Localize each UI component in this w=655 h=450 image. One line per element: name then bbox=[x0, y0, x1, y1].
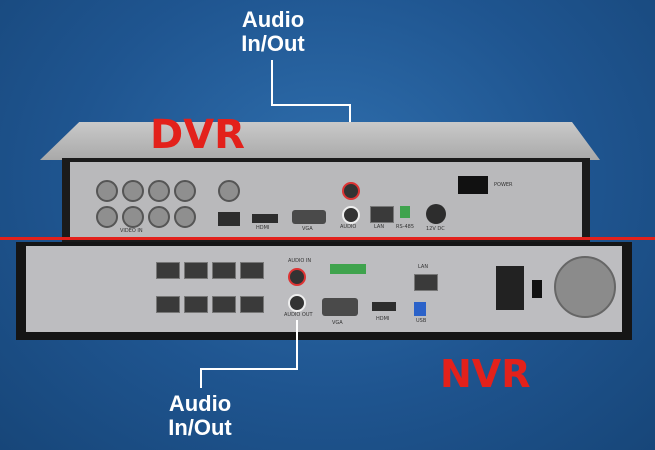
audio-out-label: AUDIO OUT bbox=[284, 312, 313, 318]
nvr-audio-out-rca bbox=[288, 294, 306, 312]
hdmi-port bbox=[252, 214, 278, 223]
power-switch bbox=[458, 176, 488, 194]
top-callout-wire-v1 bbox=[271, 60, 273, 106]
bottom-callout-wire-h bbox=[200, 368, 298, 370]
bottom-audio-callout: Audio In/Out bbox=[168, 391, 232, 440]
bnc-connector bbox=[96, 206, 118, 228]
power-label: POWER bbox=[494, 182, 513, 188]
audio-out-rca bbox=[342, 182, 360, 200]
nvr-usb-port bbox=[414, 302, 426, 316]
rs485-terminal bbox=[400, 206, 410, 218]
lan-port bbox=[370, 206, 394, 223]
nvr-rear-panel: AUDIO IN AUDIO OUT VGA HDMI USB LAN bbox=[26, 246, 622, 332]
dc-label: 12V DC bbox=[426, 226, 445, 232]
dvr-vga-label: VGA bbox=[302, 226, 313, 232]
bnc-connector bbox=[174, 206, 196, 228]
nvr-power-switch bbox=[532, 280, 542, 298]
bnc-video-out bbox=[218, 180, 240, 202]
dvr-lan-label: LAN bbox=[374, 224, 385, 230]
dvr-label: DVR bbox=[150, 112, 245, 158]
nvr-hdmi-port bbox=[372, 302, 396, 311]
fan-grille bbox=[554, 256, 616, 318]
poe-port bbox=[212, 262, 236, 279]
nvr-vga-port bbox=[322, 298, 358, 316]
divider-line bbox=[0, 237, 655, 240]
alarm-terminal bbox=[330, 264, 366, 274]
top-callout-wire-h bbox=[271, 104, 351, 106]
nvr-audio-in-rca bbox=[288, 268, 306, 286]
poe-port bbox=[212, 296, 236, 313]
poe-port bbox=[184, 262, 208, 279]
nvr-hdmi-label: HDMI bbox=[376, 316, 390, 322]
video-in-label: VIDEO IN bbox=[120, 228, 143, 234]
bnc-connector bbox=[96, 180, 118, 202]
usb-port bbox=[218, 212, 240, 226]
bnc-connector bbox=[122, 206, 144, 228]
bottom-callout-wire-v1 bbox=[296, 320, 298, 370]
poe-port bbox=[240, 262, 264, 279]
dvr-audio-label: AUDIO bbox=[340, 224, 357, 230]
audio-in-label: AUDIO IN bbox=[288, 258, 312, 264]
dvr-top-cover bbox=[40, 122, 600, 160]
poe-port bbox=[156, 296, 180, 313]
bottom-callout-wire-v2 bbox=[200, 368, 202, 388]
nvr-vga-label: VGA bbox=[332, 320, 343, 326]
nvr-usb-label: USB bbox=[416, 318, 427, 324]
bnc-connector bbox=[148, 206, 170, 228]
audio-in-rca bbox=[342, 206, 360, 224]
ac-power-inlet bbox=[496, 266, 524, 310]
top-audio-callout: Audio In/Out bbox=[241, 7, 305, 56]
bnc-connector bbox=[122, 180, 144, 202]
nvr-lan-port bbox=[414, 274, 438, 291]
bnc-connector bbox=[174, 180, 196, 202]
poe-port bbox=[184, 296, 208, 313]
poe-port bbox=[156, 262, 180, 279]
nvr-label: NVR bbox=[440, 352, 531, 396]
dc-power-jack bbox=[426, 204, 446, 224]
bnc-connector bbox=[148, 180, 170, 202]
nvr-lan-label: LAN bbox=[418, 264, 429, 270]
dvr-hdmi-label: HDMI bbox=[256, 225, 270, 231]
poe-port bbox=[240, 296, 264, 313]
dvr-rear-panel: POWER VIDEO IN HDMI VGA AUDIO LAN RS-485… bbox=[70, 162, 582, 238]
vga-port bbox=[292, 210, 326, 224]
rs485-label: RS-485 bbox=[396, 224, 414, 230]
